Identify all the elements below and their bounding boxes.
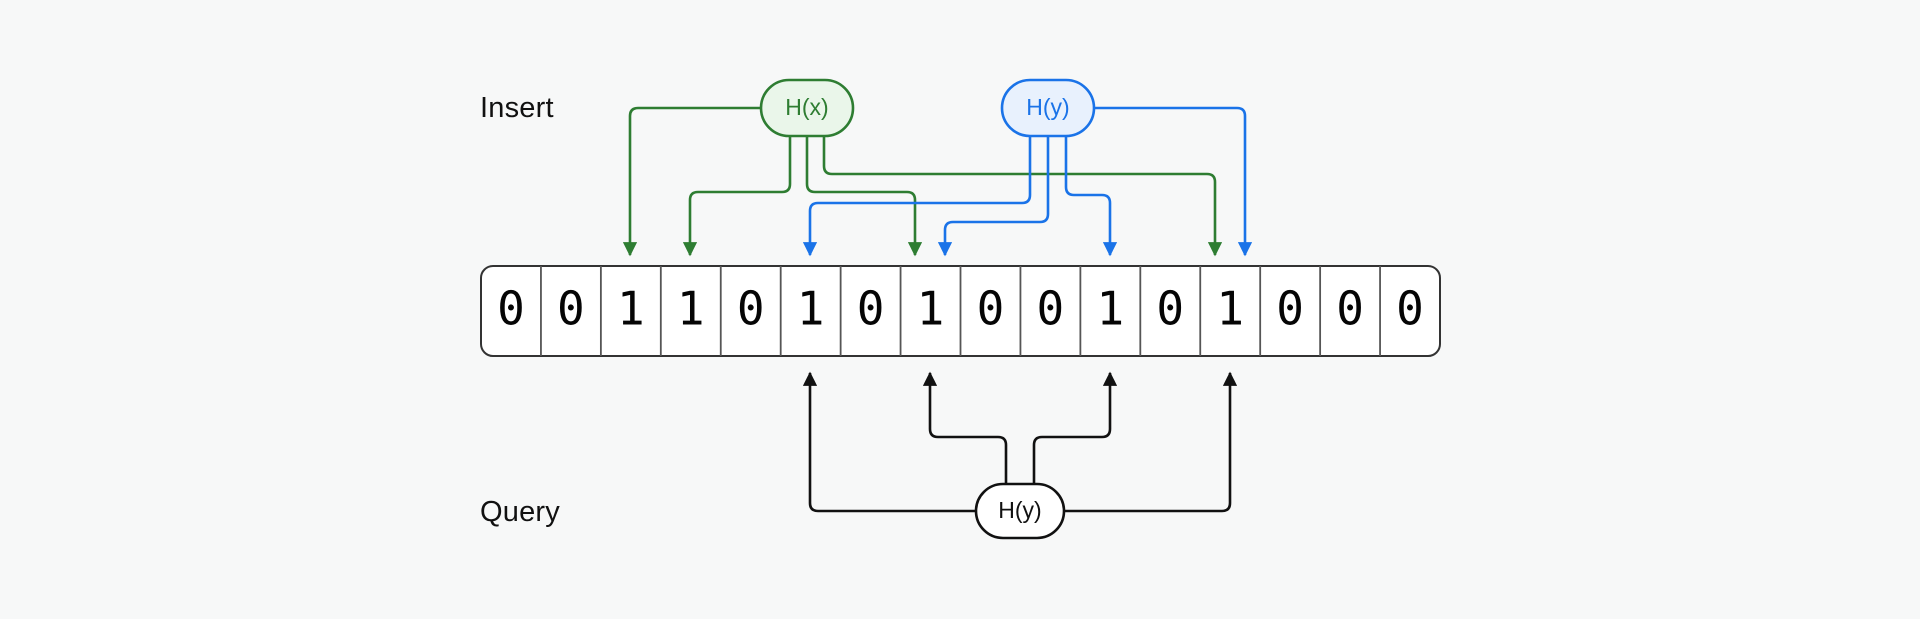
insert-hx-pill[interactable] <box>759 78 855 138</box>
bit-value: 1 <box>917 282 945 336</box>
bit-array-dividers <box>540 266 1381 356</box>
query-edge-cell-12 <box>1064 371 1238 513</box>
hx-edge-cell-2 <box>622 106 761 257</box>
query-edge-cell-7 <box>922 371 1008 484</box>
query-hy-label: H(y) <box>998 497 1041 523</box>
bit-value: 0 <box>1156 282 1184 336</box>
bit-value: 0 <box>497 282 525 336</box>
bit-value: 1 <box>677 282 705 336</box>
bit-value: 0 <box>977 282 1005 336</box>
node-insert-hx[interactable]: H(x) <box>759 78 855 138</box>
insert-hy-label: H(y) <box>1026 94 1069 120</box>
insert-hx-label: H(x) <box>785 94 828 120</box>
insert-hy-pill[interactable] <box>1000 78 1096 138</box>
bit-value: 0 <box>737 282 765 336</box>
hx-edge-cell-12 <box>822 136 1223 257</box>
query-hy-pill[interactable] <box>974 482 1066 540</box>
bit-value: 0 <box>1276 282 1304 336</box>
insert-hx-connectors <box>622 106 1223 257</box>
node-insert-hy[interactable]: H(y) <box>1000 78 1096 138</box>
bit-value: 0 <box>857 282 885 336</box>
query-connectors <box>802 371 1238 513</box>
bit-value: 0 <box>1396 282 1424 336</box>
bit-value: 1 <box>797 282 825 336</box>
bit-value: 1 <box>1216 282 1244 336</box>
bit-value: 1 <box>617 282 645 336</box>
bit-value: 0 <box>1336 282 1364 336</box>
hy-edge-cell-5 <box>802 136 1032 257</box>
insert-row-label: Insert <box>480 92 554 124</box>
hx-edge-cell-3 <box>682 136 792 257</box>
hy-edge-cell-10 <box>1064 136 1118 257</box>
query-edge-cell-5 <box>802 371 976 513</box>
bit-value: 0 <box>557 282 585 336</box>
hy-edge-cell-7 <box>937 136 1050 257</box>
query-row-label: Query <box>480 496 560 528</box>
bit-value: 1 <box>1096 282 1124 336</box>
node-query-hy[interactable]: H(y) <box>974 482 1066 540</box>
insert-hy-connectors <box>802 106 1253 257</box>
hy-edge-cell-12 <box>1094 106 1253 257</box>
bit-value: 0 <box>1037 282 1065 336</box>
query-edge-cell-10 <box>1032 371 1118 484</box>
hx-edge-cell-7 <box>805 136 923 257</box>
